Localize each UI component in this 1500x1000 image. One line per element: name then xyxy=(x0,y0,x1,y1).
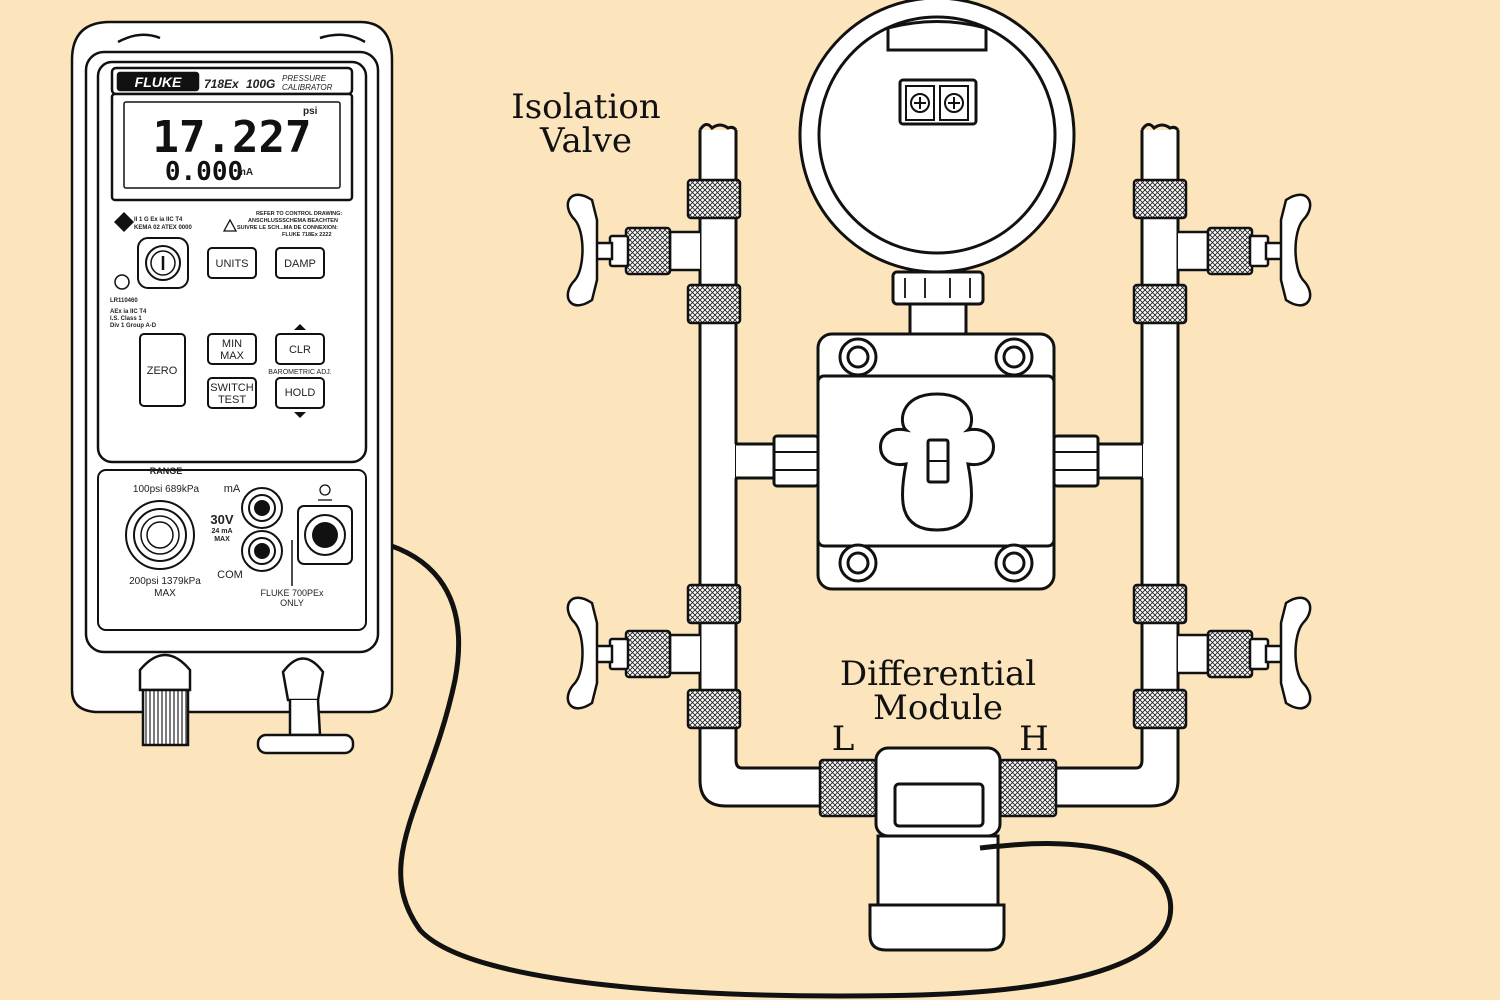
module-port-note-2: ONLY xyxy=(280,598,304,608)
minmax-button[interactable]: MIN MAX xyxy=(207,333,257,365)
high-port-label: H xyxy=(1019,719,1049,759)
test-lead-cable xyxy=(327,532,1174,999)
model-number: 718Ex xyxy=(204,77,240,91)
brand-logo: FLUKE xyxy=(135,74,182,90)
warning-triangle-icon xyxy=(222,218,238,232)
max-rating: MAX xyxy=(214,536,230,543)
zero-button[interactable]: ZERO xyxy=(139,333,186,407)
ex-logo-icon xyxy=(114,212,134,232)
hold-button[interactable]: HOLD xyxy=(275,377,325,409)
approval-line-3: Div 1 Group A-D xyxy=(110,323,157,329)
cert-line-2: KEMA 02 ATEX 0000 xyxy=(134,225,192,231)
secondary-unit: mA xyxy=(237,167,253,178)
product-line-1: PRESSURE xyxy=(282,74,327,83)
warning-line-3: SUIVRE LE SCH...MA DE CONNEXION: xyxy=(237,225,338,231)
pipe-couplings xyxy=(686,178,1188,818)
ma-jack-label: mA xyxy=(224,483,241,495)
switch-test-button[interactable]: SWITCH TEST xyxy=(207,377,257,409)
minmax-button-label-2: MAX xyxy=(220,350,245,362)
cert-line-1: II 1 G Ex ia IIC T4 xyxy=(134,217,183,223)
csa-code: LR110460 xyxy=(110,298,138,304)
switch-test-label-2: TEST xyxy=(218,394,246,406)
isolation-valve-top-right[interactable] xyxy=(1178,193,1312,307)
isolation-valve-bottom-right[interactable] xyxy=(1178,596,1312,710)
primary-unit: psi xyxy=(303,106,318,117)
current-rating: 24 mA xyxy=(211,528,232,535)
isolation-valve-bottom-left[interactable] xyxy=(566,596,700,710)
pipe-fill xyxy=(702,444,1176,478)
damp-button-label: DAMP xyxy=(284,258,316,270)
secondary-reading: 0.000 xyxy=(165,157,243,187)
approval-line-1: AEx ia IIC T4 xyxy=(110,309,147,315)
minmax-button-label-1: MIN xyxy=(222,338,242,350)
com-jack-label: COM xyxy=(217,569,243,581)
warning-line-4: FLUKE 718Ex 2222 xyxy=(282,232,332,238)
csa-mark-icon xyxy=(114,274,130,290)
range-code: 100G xyxy=(246,77,275,91)
isolation-valve-top-left[interactable] xyxy=(566,193,700,307)
differential-module xyxy=(868,746,1006,952)
module-port-note-1: FLUKE 700PEx xyxy=(260,588,324,598)
switch-test-label-1: SWITCH xyxy=(210,382,253,394)
pressure-transmitter xyxy=(772,0,1100,591)
barometric-adj-label: BAROMETRIC ADJ. xyxy=(268,369,331,376)
pressure-port[interactable] xyxy=(125,500,195,570)
module-port-icon xyxy=(318,484,332,501)
up-arrow-icon xyxy=(294,324,306,330)
units-button[interactable]: UNITS xyxy=(207,247,257,279)
zero-button-label: ZERO xyxy=(147,365,178,377)
com-jack[interactable] xyxy=(241,530,283,572)
range-bottom: 200psi 1379kPa xyxy=(129,576,201,587)
hold-button-label: HOLD xyxy=(285,387,316,399)
module-cable-stub xyxy=(979,843,999,851)
units-button-label: UNITS xyxy=(216,258,249,270)
isolation-valve-label-2: Valve xyxy=(539,121,632,161)
voltage-rating: 30V xyxy=(210,512,233,527)
isolation-valve-label-1: Isolation xyxy=(511,87,660,127)
product-line-2: CALIBRATOR xyxy=(282,83,333,92)
module-port[interactable] xyxy=(291,505,353,586)
range-max: MAX xyxy=(154,588,176,599)
damp-button[interactable]: DAMP xyxy=(275,247,325,279)
low-port-label: L xyxy=(832,719,855,759)
terminal-block-icon xyxy=(905,85,969,121)
clr-button[interactable]: CLR xyxy=(275,333,325,365)
differential-module-label-2: Module xyxy=(873,688,1003,728)
range-title: RANGE xyxy=(150,466,183,476)
differential-module-label-1: Differential xyxy=(840,654,1036,694)
primary-reading: 17.227 xyxy=(153,112,312,163)
warning-line-1: REFER TO CONTROL DRAWING: xyxy=(256,211,342,217)
range-top: 100psi 689kPa xyxy=(133,484,200,495)
lcd-display xyxy=(110,92,354,202)
down-arrow-icon xyxy=(294,412,306,418)
ma-jack[interactable] xyxy=(241,487,283,529)
clr-button-label: CLR xyxy=(289,344,311,356)
approval-line-2: I.S. Class 1 xyxy=(110,316,142,322)
warning-line-2: ANSCHLUSSSCHEMA BEACHTEN xyxy=(248,218,338,224)
